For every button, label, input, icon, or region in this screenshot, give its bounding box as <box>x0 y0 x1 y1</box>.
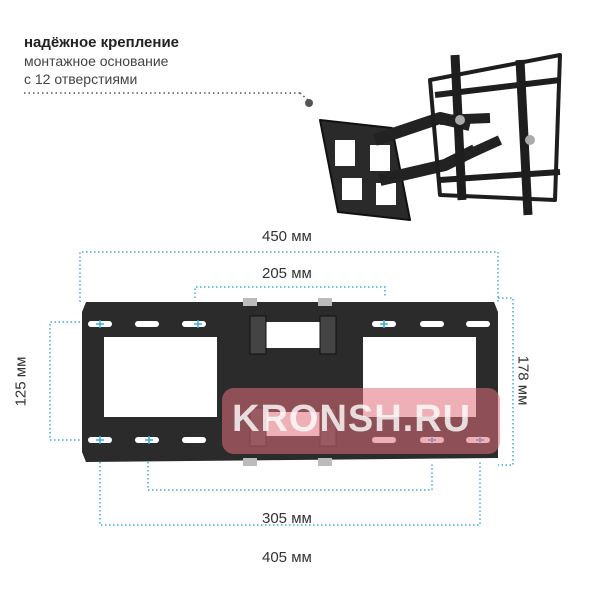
pointer-line <box>24 92 313 107</box>
dim-bottom-outer: 405 мм <box>262 549 312 566</box>
feature-line-1: монтажное основание <box>24 53 169 69</box>
mount-product-image <box>319 53 562 221</box>
dim-bottom-inner: 305 мм <box>262 510 312 527</box>
feature-title: надёжное крепление <box>24 34 180 51</box>
dim-right: 178 мм <box>514 355 532 406</box>
dim-top-inner: 205 мм <box>262 265 312 282</box>
dim-top-outer: 450 мм <box>262 228 312 245</box>
watermark <box>222 388 500 454</box>
dim-left: 125 мм <box>12 356 30 407</box>
dimension-lines <box>49 251 514 526</box>
feature-line-2: с 12 отверстиями <box>24 71 138 87</box>
watermark-text: KRONSH.RU <box>232 398 472 440</box>
